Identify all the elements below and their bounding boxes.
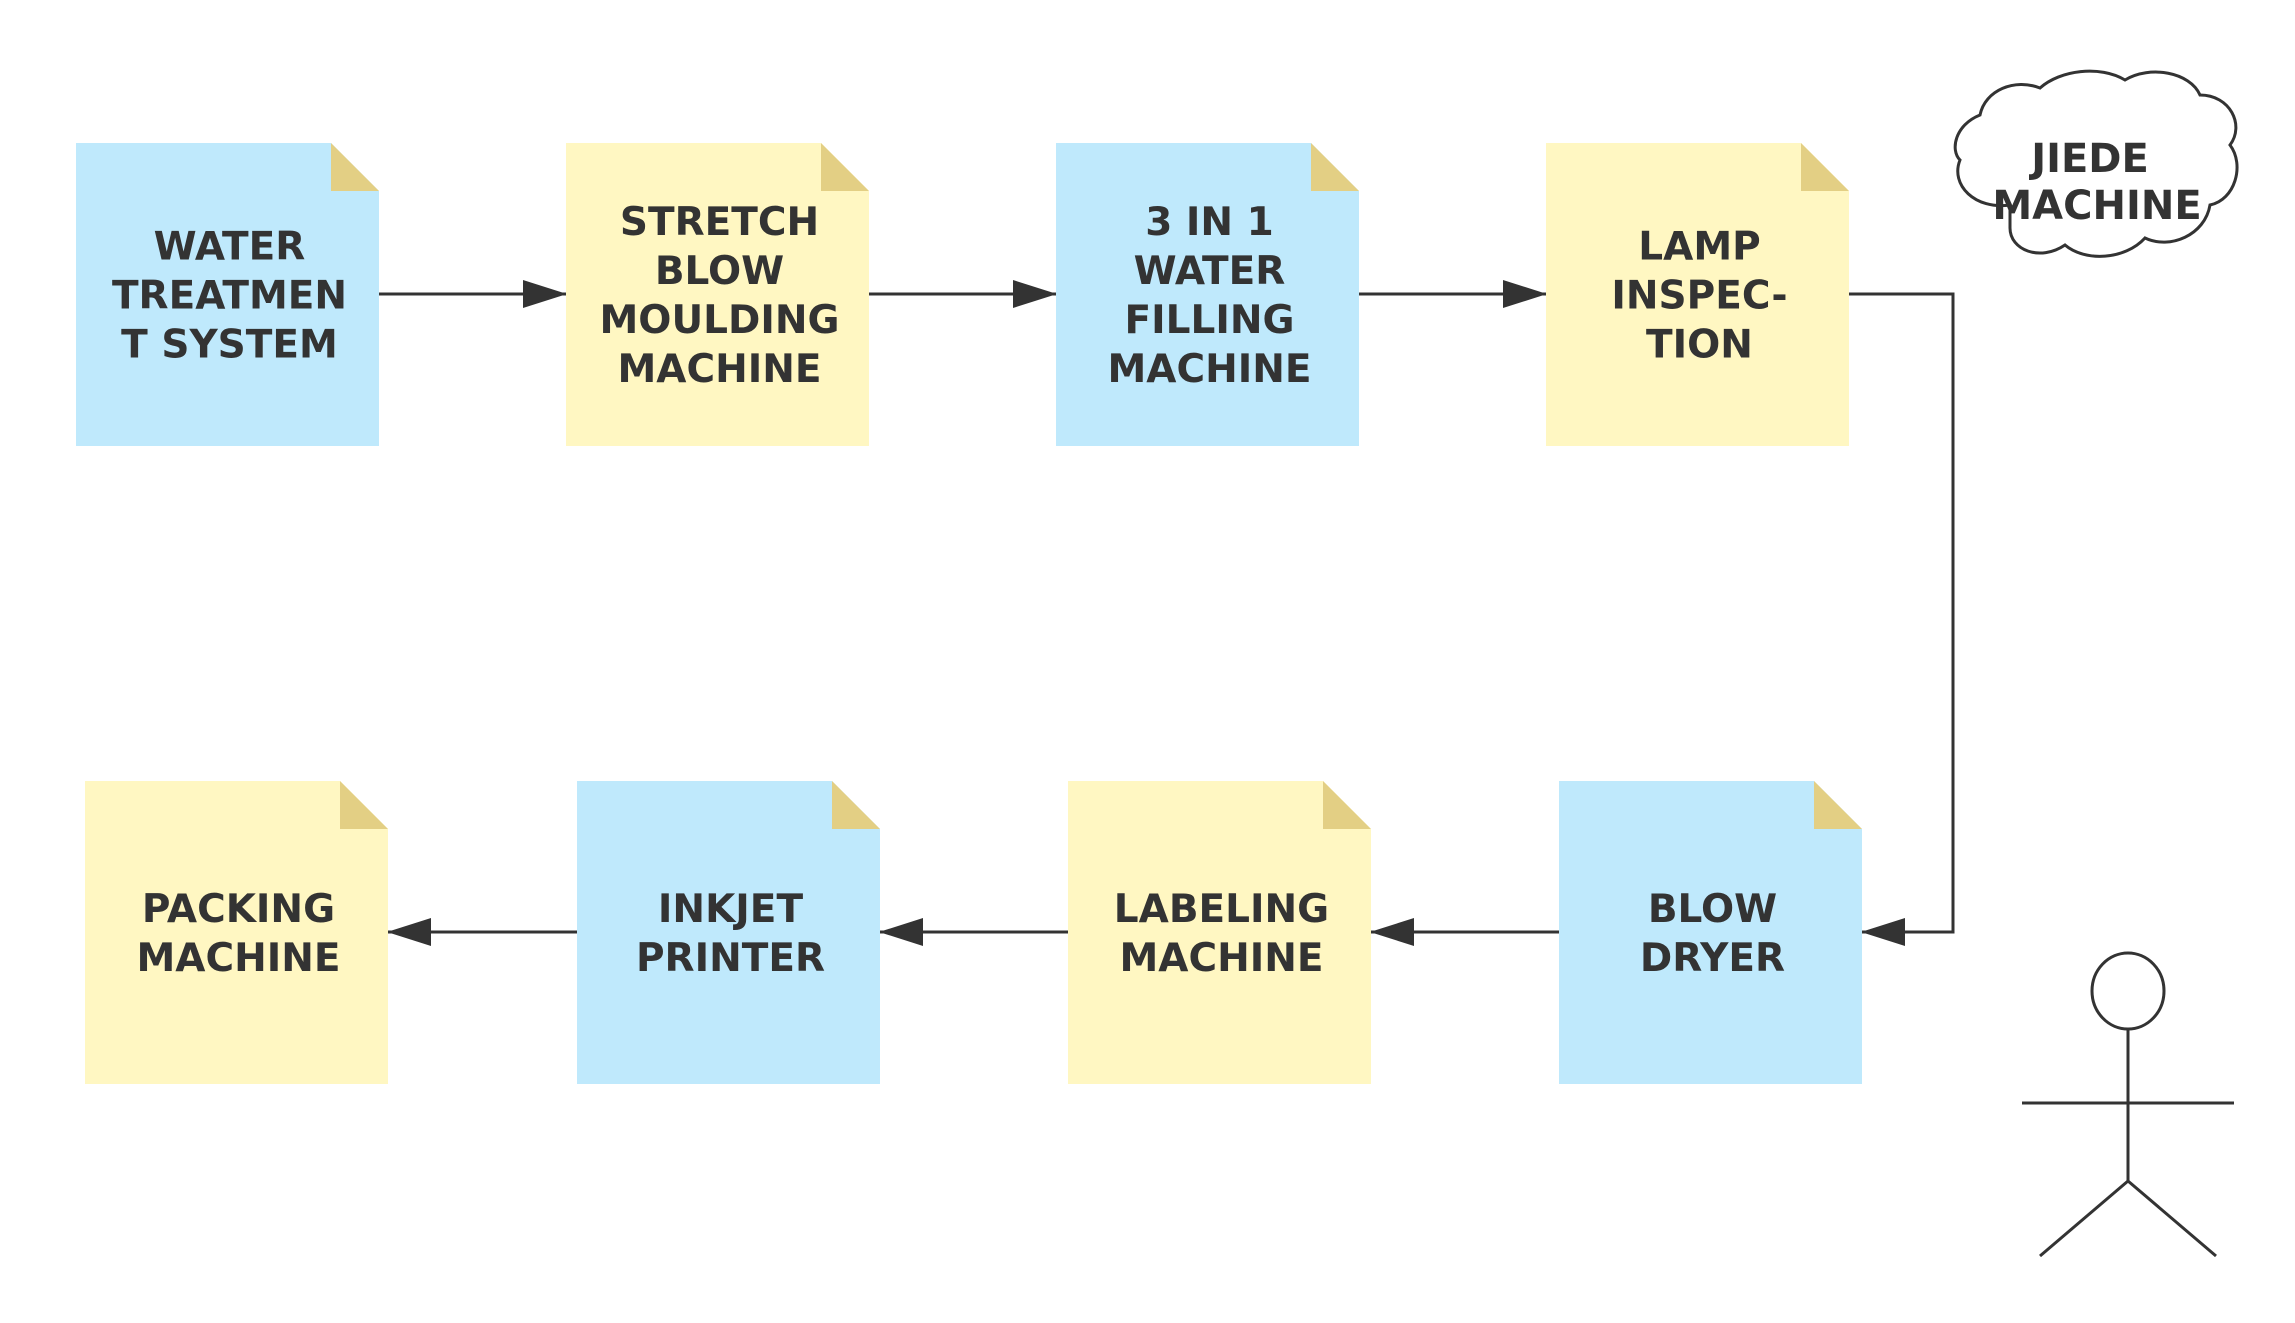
process-step-label-line: WATER	[154, 225, 306, 270]
sticky-note-body	[76, 143, 379, 446]
connectors	[379, 280, 1955, 946]
process-step-label-line: BLOW	[1648, 887, 1777, 932]
process-step-label-line: MOULDING	[599, 298, 839, 343]
sticky-note-fold	[1323, 781, 1371, 829]
process-step-label-line: MACHINE	[136, 936, 340, 981]
process-step-label-line: MACHINE	[1107, 347, 1311, 392]
cloud-shape: JIEDE MACHINE	[1953, 69, 2239, 258]
stick-figure-right-leg	[2127, 1179, 2217, 1258]
process-step-label-line: LAMP	[1638, 225, 1760, 270]
sticky-note-fold	[331, 143, 379, 191]
sticky-note-body	[1546, 143, 1849, 446]
process-step-label-line: PRINTER	[636, 936, 825, 981]
arrow-lamp-inspection-to-blow-dryer	[1849, 292, 1955, 946]
sticky-note-fold	[1801, 143, 1849, 191]
sticky-note-fold	[340, 781, 388, 829]
process-step-label-line: STRETCH	[620, 200, 819, 245]
stick-figure-left-leg	[2039, 1179, 2129, 1258]
sticky-note-fold	[832, 781, 880, 829]
sticky-note-body	[566, 143, 869, 446]
sticky-note-fold	[821, 143, 869, 191]
stick-figure-icon	[2022, 951, 2234, 1258]
stick-figure-head	[2090, 951, 2166, 1031]
sticky-note-body	[85, 781, 388, 1084]
sticky-note-body	[1559, 781, 1862, 1084]
process-step-label-line: MACHINE	[617, 347, 821, 392]
cloud-label-line: MACHINE	[1992, 183, 2201, 229]
process-step-label-line: BLOW	[655, 249, 784, 294]
sticky-note-body	[577, 781, 880, 1084]
process-step-label-line: DRYER	[1640, 936, 1785, 981]
cloud-label-line: JIEDE	[2028, 136, 2149, 182]
process-step-label-line: WATER	[1134, 249, 1286, 294]
process-step-label-line: TION	[1646, 323, 1753, 368]
process-step-label-line: 3 IN 1	[1145, 200, 1274, 245]
cloud-label: JIEDE MACHINE	[1992, 136, 2201, 229]
process-step-label-line: INKJET	[658, 887, 804, 932]
sticky-note-fold	[1814, 781, 1862, 829]
cloud-icon	[1953, 69, 2239, 258]
process-step-label-line: PACKING	[142, 887, 335, 932]
process-step-label-line: LABELING	[1114, 887, 1329, 932]
process-step-label-line: FILLING	[1124, 298, 1294, 343]
process-step-label-line: INSPEC-	[1611, 274, 1787, 319]
sticky-note-fold	[1311, 143, 1359, 191]
process-step-label-line: TREATMEN	[112, 274, 347, 319]
process-step-label-line: MACHINE	[1119, 936, 1323, 981]
process-step-label-line: T SYSTEM	[121, 323, 338, 368]
sticky-note-body	[1056, 143, 1359, 446]
sticky-note-body	[1068, 781, 1371, 1084]
